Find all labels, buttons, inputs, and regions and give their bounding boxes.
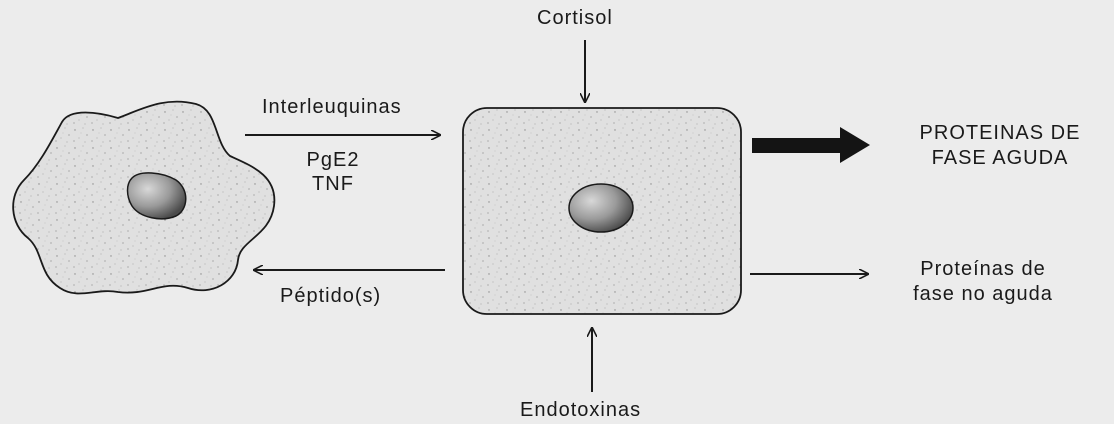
pge2-label: PgE2 [300, 148, 366, 172]
endotoxins-label: Endotoxinas [520, 398, 641, 422]
hepatocyte-nucleus [569, 184, 633, 232]
interleukins-label: Interleuquinas [262, 95, 402, 119]
macrophage-cell [13, 102, 274, 294]
acute-phase-proteins-label-line1: PROTEINAS DE [892, 121, 1108, 145]
acute-phase-proteins-label-line2: FASE AGUDA [892, 146, 1108, 170]
peptides-label: Péptido(s) [280, 284, 381, 308]
non-acute-proteins-label-line1: Proteínas de [888, 257, 1078, 281]
hepatocyte-cell [463, 108, 741, 314]
acute-phase-output-arrow [752, 127, 870, 163]
tnf-label: TNF [300, 172, 366, 196]
non-acute-proteins-label-line2: fase no aguda [888, 282, 1078, 306]
cortisol-label: Cortisol [537, 6, 613, 30]
